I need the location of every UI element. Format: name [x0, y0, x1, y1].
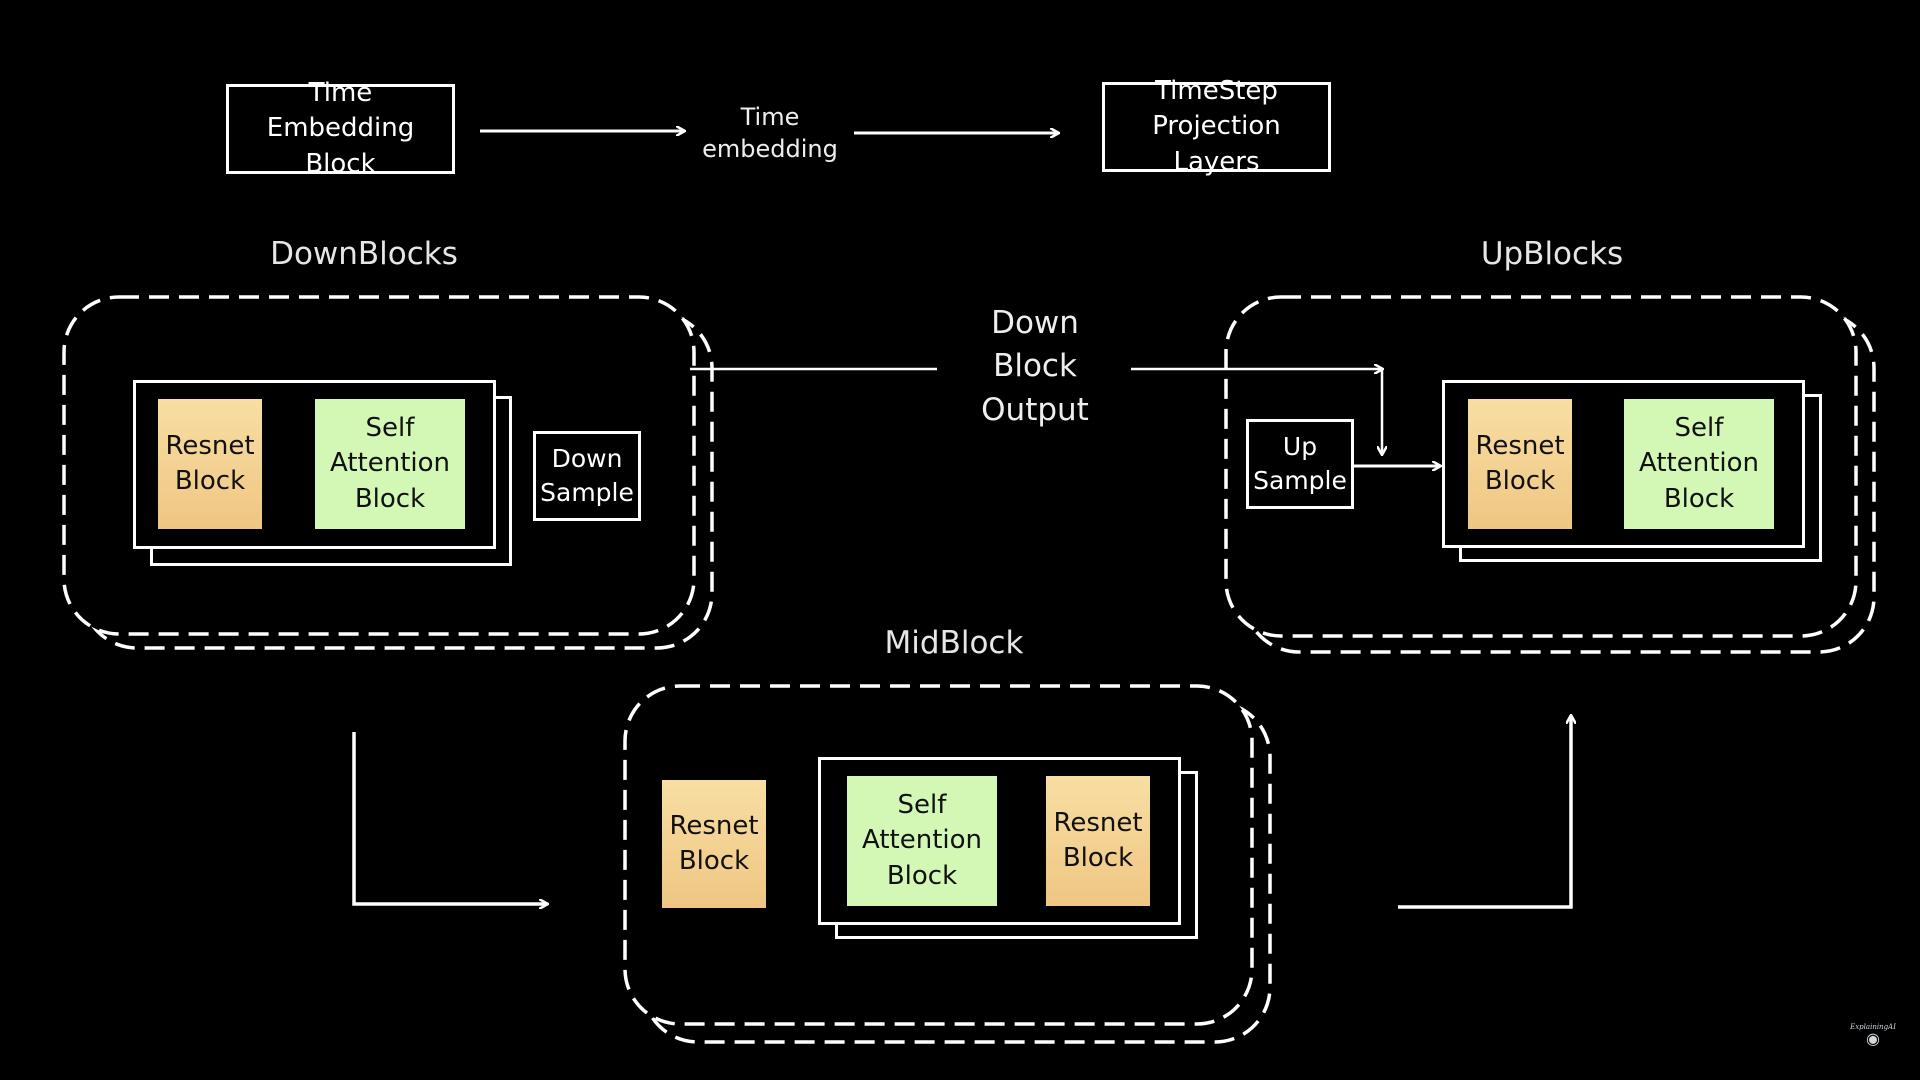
down-block-output-label: Down Block Output	[935, 305, 1135, 428]
time-embedding-label: Time embedding	[690, 98, 850, 168]
timestep-projection-label: TimeStep Projection Layers	[1152, 76, 1281, 177]
timestep-projection-layers: TimeStep Projection Layers	[1102, 76, 1331, 177]
up-sample-block: Up Sample	[1246, 419, 1354, 509]
down-attention-label: Self Attention Block	[330, 413, 450, 514]
up-sample-label: Up Sample	[1253, 432, 1347, 495]
up-resnet-block: Resnet Block	[1468, 399, 1572, 529]
time-embedding-block-label: Time Embedding Block	[266, 78, 415, 179]
down-sample-label: Down Sample	[540, 444, 634, 507]
arrow-down-to-mid	[352, 732, 547, 904]
down-resnet-label: Resnet Block	[165, 430, 255, 496]
mid-resnet-first-label: Resnet Block	[669, 810, 759, 876]
mid-attention-label: Self Attention Block	[862, 790, 982, 891]
up-self-attention-block: Self Attention Block	[1624, 399, 1774, 529]
arrow-mid-to-up	[1398, 716, 1571, 909]
mid-self-attention-block: Self Attention Block	[847, 776, 997, 906]
mid-resnet-block-first: Resnet Block	[662, 780, 766, 908]
time-embedding-text: Time embedding	[702, 102, 838, 163]
down-sample-block: Down Sample	[533, 431, 641, 521]
upblocks-title: UpBlocks	[1480, 236, 1624, 272]
midblock-title: MidBlock	[884, 625, 1024, 661]
up-attention-label: Self Attention Block	[1639, 413, 1759, 514]
mid-resnet-block-second: Resnet Block	[1046, 776, 1150, 906]
time-embedding-block: Time Embedding Block	[226, 78, 455, 179]
down-resnet-block: Resnet Block	[158, 399, 262, 529]
mid-resnet-second-label: Resnet Block	[1053, 807, 1143, 873]
down-block-output-text: Down Block Output	[981, 304, 1089, 428]
watermark-text: ExplainingAI	[1850, 1022, 1896, 1031]
downblocks-title: DownBlocks	[270, 236, 458, 272]
channel-logo-icon: ExplainingAI ◉	[1850, 1022, 1896, 1048]
down-self-attention-block: Self Attention Block	[315, 399, 465, 529]
up-resnet-label: Resnet Block	[1475, 430, 1565, 496]
